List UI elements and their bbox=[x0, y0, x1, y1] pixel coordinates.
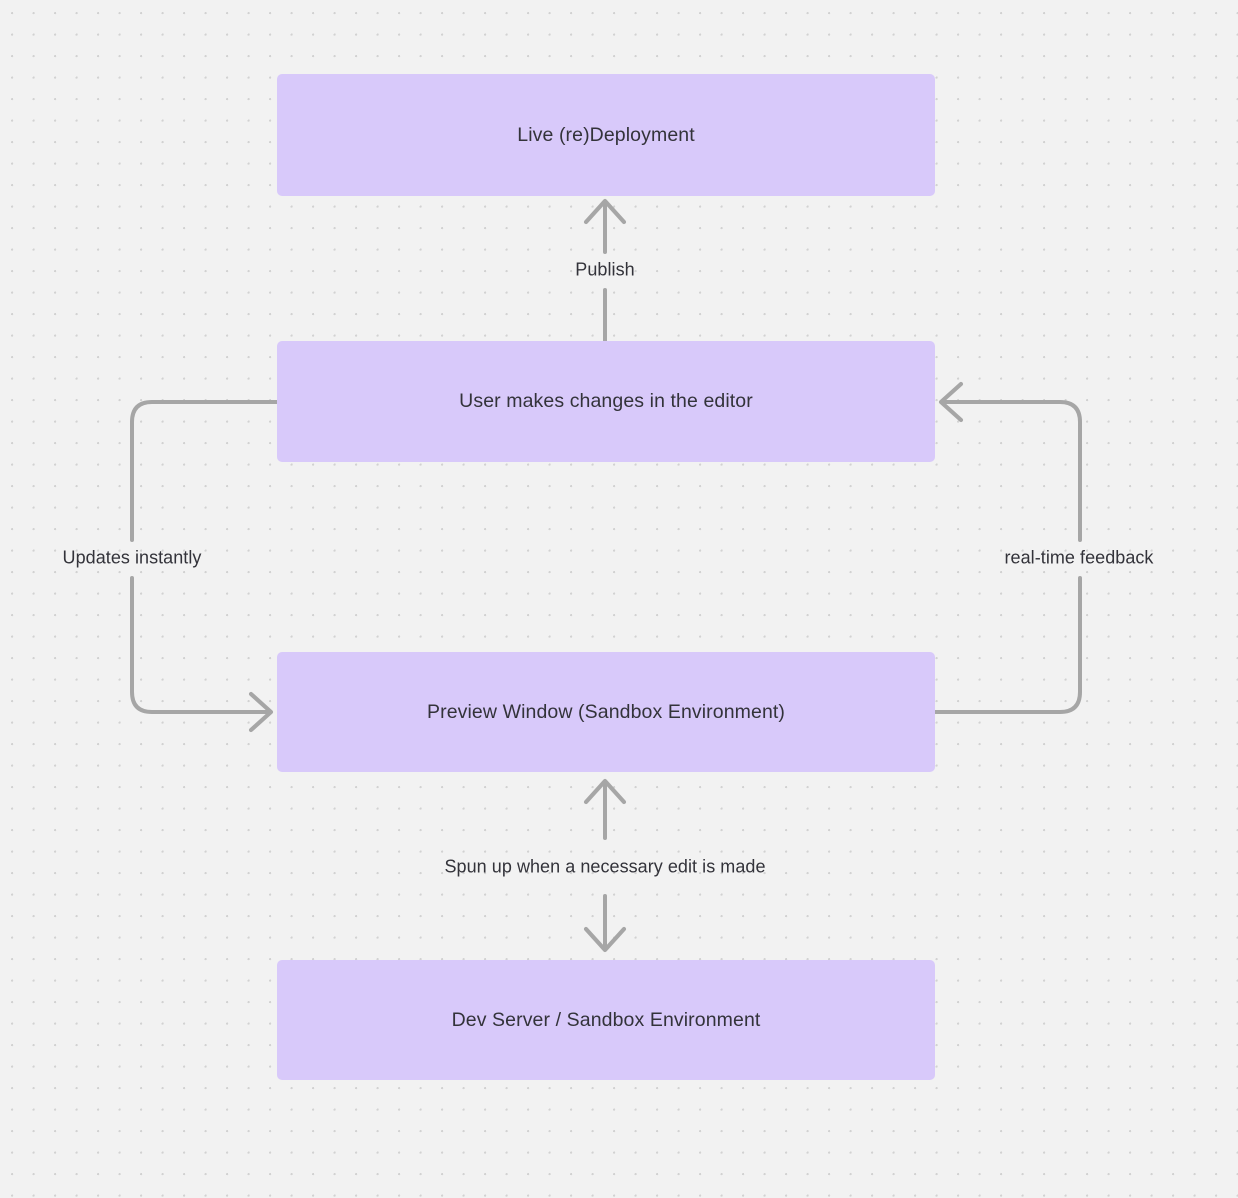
edge-label-updates-instantly: Updates instantly bbox=[62, 547, 202, 568]
node-label: Live (re)Deployment bbox=[517, 123, 695, 146]
edge-label-spun-up: Spun up when a necessary edit is made bbox=[444, 856, 766, 877]
node-preview-window[interactable]: Preview Window (Sandbox Environment) bbox=[277, 652, 935, 772]
node-label: Dev Server / Sandbox Environment bbox=[451, 1008, 761, 1031]
node-label: Preview Window (Sandbox Environment) bbox=[427, 700, 785, 723]
node-live-redeployment[interactable]: Live (re)Deployment bbox=[277, 74, 935, 196]
edge-label-publish: Publish bbox=[575, 259, 635, 280]
node-label: User makes changes in the editor bbox=[459, 390, 753, 412]
node-user-makes-changes[interactable]: User makes changes in the editor bbox=[277, 341, 935, 462]
node-dev-server[interactable]: Dev Server / Sandbox Environment bbox=[277, 960, 935, 1080]
edge-label-real-time-feedback: real-time feedback bbox=[1004, 547, 1154, 568]
